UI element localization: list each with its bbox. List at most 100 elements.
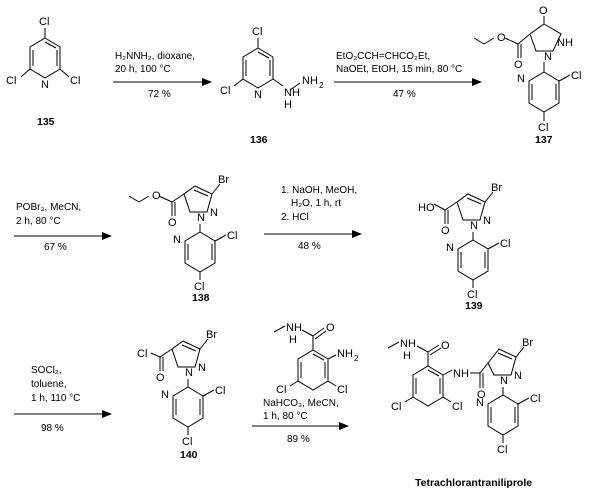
compound-label-137: 137 xyxy=(535,134,553,146)
structure-135: Cl Cl Cl N xyxy=(6,16,80,91)
atom-n: N xyxy=(483,215,491,227)
compound-label-product: Tetrachlorantraniliprole xyxy=(415,477,532,489)
atom-br: Br xyxy=(206,329,217,341)
structure-tetrachlorantraniliprole: O NH H Cl Cl NH O Br N N Cl N Cl xyxy=(387,337,540,456)
atom-cl: Cl xyxy=(39,16,49,28)
atom-br: Br xyxy=(522,337,533,349)
atom-n: N xyxy=(185,367,193,379)
atom-cl: Cl xyxy=(6,75,16,87)
atom-n: N xyxy=(210,207,218,219)
atom-cl: Cl xyxy=(500,238,510,250)
atom-cl: Cl xyxy=(538,122,548,134)
atom-o: O xyxy=(326,322,335,334)
atom-cl: Cl xyxy=(497,444,507,456)
compound-label-140: 140 xyxy=(180,449,198,461)
atom-o: O xyxy=(477,389,486,401)
step-yield: 67 % xyxy=(44,242,67,253)
atom-cl: Cl xyxy=(391,401,401,413)
step-2: EtO₂CCH=CHCO₂Et, NaOEt, EtOH, 15 min, 80… xyxy=(334,51,482,100)
atom-cl: Cl xyxy=(182,436,192,448)
step-yield: 89 % xyxy=(287,434,310,445)
atom-n: N xyxy=(470,220,478,232)
step-conditions: 1. NaOH, MeOH, xyxy=(281,185,357,196)
atom-o: O xyxy=(539,5,548,17)
atom-o: O xyxy=(168,217,177,229)
atom-n: N xyxy=(198,362,206,374)
step-yield: 48 % xyxy=(298,241,321,252)
atom-h: H xyxy=(289,334,297,346)
step-4: 1. NaOH, MeOH, H₂O, 1 h, rt 2. HCl 48 % xyxy=(264,185,362,252)
step-conditions: SOCl₂, xyxy=(31,365,62,376)
structure-138: Br N N O O Cl N Cl xyxy=(128,174,237,293)
step-yield: 72 % xyxy=(148,89,171,100)
step-conditions: toluene, xyxy=(31,379,67,390)
atom-nh: NH xyxy=(286,322,302,334)
atom-o: O xyxy=(152,190,161,202)
atom-n: N xyxy=(446,242,454,254)
step-conditions: 1 h, 80 °C xyxy=(263,411,308,422)
subscript: 2 xyxy=(354,354,359,363)
step-conditions: 2. HCl xyxy=(281,212,309,223)
atom-br: Br xyxy=(491,182,502,194)
atom-n: N xyxy=(514,370,522,382)
atom-cl: Cl xyxy=(337,384,347,396)
atom-nh: NH xyxy=(453,368,469,380)
step-6: NaHCO₃, MeCN, 1 h, 80 °C 89 % xyxy=(252,398,349,445)
step-conditions: 1 h, 110 °C xyxy=(31,393,80,404)
structure-137: O NH N O O Cl N Cl xyxy=(473,5,581,134)
atom-h: H xyxy=(284,99,292,111)
atom-n: N xyxy=(500,375,508,387)
atom-nh: NH xyxy=(284,87,300,99)
step-1: H₂NNH₂, dioxane, 20 h, 100 °C 72 % xyxy=(113,51,212,100)
atom-n: N xyxy=(476,397,484,409)
step-conditions: H₂NNH₂, dioxane, xyxy=(115,51,195,62)
atom-n: N xyxy=(544,51,552,63)
structure-amine-reagent: O NH H NH 2 Cl Cl xyxy=(273,322,359,396)
atom-o: O xyxy=(441,225,450,237)
atom-ho: HO xyxy=(418,202,435,214)
atom-o: O xyxy=(497,32,506,44)
atom-cl: Cl xyxy=(215,385,225,397)
step-conditions: 20 h, 100 °C xyxy=(115,64,171,75)
step-conditions: H₂O, 1 h, rt xyxy=(291,198,341,209)
step-yield: 47 % xyxy=(393,89,416,100)
atom-n: N xyxy=(41,79,49,91)
step-conditions: POBr₃, MeCN, xyxy=(16,202,81,213)
atom-nh2: NH xyxy=(337,348,353,360)
step-yield: 98 % xyxy=(41,423,64,434)
step-conditions: NaHCO₃, MeCN, xyxy=(263,398,339,409)
atom-n: N xyxy=(197,212,205,224)
step-conditions: NaOEt, EtOH, 15 min, 80 °C xyxy=(336,64,462,75)
atom-n: N xyxy=(173,234,181,246)
atom-cl: Cl xyxy=(276,384,286,396)
step-conditions: 2 h, 80 °C xyxy=(16,216,61,227)
structure-140: Br N N O Cl Cl N Cl xyxy=(137,329,225,448)
atom-nh2: NH xyxy=(302,75,318,87)
compound-label-136: 136 xyxy=(250,134,268,146)
atom-cl: Cl xyxy=(530,393,540,405)
atom-o: O xyxy=(156,372,165,384)
atom-cl: Cl xyxy=(252,26,262,38)
structure-139: Br N N O HO Cl N Cl xyxy=(418,182,510,301)
atom-cl: Cl xyxy=(467,289,477,301)
structure-136: Cl Cl N NH H NH 2 xyxy=(220,26,324,111)
compound-label-135: 135 xyxy=(37,116,55,128)
step-3: POBr₃, MeCN, 2 h, 80 °C 67 % xyxy=(14,202,112,253)
compound-label-138: 138 xyxy=(192,292,210,304)
atom-cl: Cl xyxy=(137,348,147,360)
step-5: SOCl₂, toluene, 1 h, 110 °C 98 % xyxy=(14,365,112,434)
atom-nh: NH xyxy=(557,37,573,49)
atom-br: Br xyxy=(218,174,229,186)
atom-o: O xyxy=(514,59,523,71)
atom-cl: Cl xyxy=(571,70,581,82)
atom-cl: Cl xyxy=(194,281,204,293)
atom-n: N xyxy=(517,73,525,85)
atom-cl: Cl xyxy=(452,401,462,413)
atom-n: N xyxy=(254,89,262,101)
atom-o: O xyxy=(441,340,450,352)
atom-n: N xyxy=(161,389,169,401)
step-conditions: EtO₂CCH=CHCO₂Et, xyxy=(336,51,430,62)
subscript: 2 xyxy=(319,81,324,90)
atom-cl: Cl xyxy=(70,75,80,87)
